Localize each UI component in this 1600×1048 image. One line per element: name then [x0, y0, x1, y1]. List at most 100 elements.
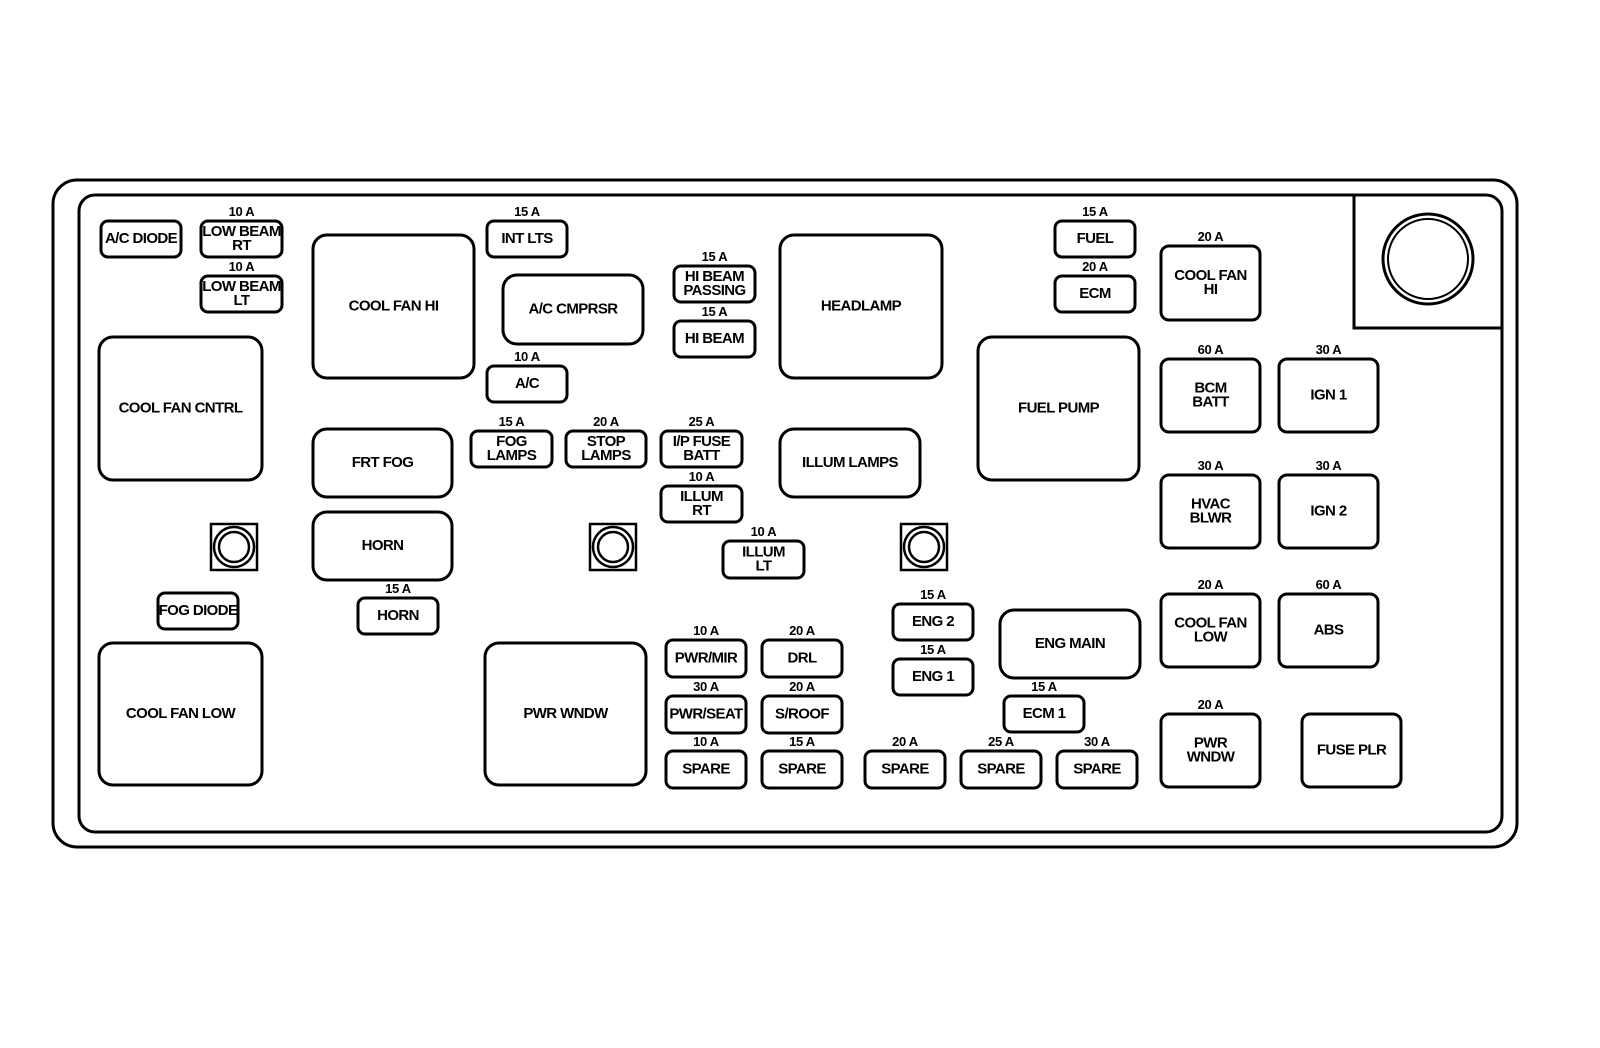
fuse-rating: 25 A — [988, 734, 1015, 749]
fuse-rating: 10 A — [751, 524, 778, 539]
fuse-label: BATT — [1192, 393, 1229, 410]
fuse-outline — [1277, 357, 1380, 434]
fuse-fog-diode: FOG DIODE — [156, 591, 240, 631]
fuse-label: SPARE — [977, 760, 1025, 777]
fuse-eng-1: ENG 115 A — [891, 642, 975, 697]
fuse-eng-2: ENG 215 A — [891, 587, 975, 642]
relay-outline — [311, 427, 454, 499]
fuse-rating: 15 A — [702, 249, 729, 264]
relay-label: ILLUM LAMPS — [802, 454, 898, 471]
fuse-rating: 60 A — [1316, 577, 1343, 592]
relay-label: FUEL PUMP — [1018, 399, 1100, 416]
relay-outline — [483, 641, 648, 787]
relay-headlamp: HEADLAMP — [778, 233, 944, 380]
fuse-rating: 30 A — [1316, 458, 1343, 473]
fuse-label: A/C DIODE — [105, 230, 178, 247]
fuse-outline — [199, 219, 284, 259]
fuse-block-inner-frame — [77, 193, 1504, 834]
fuse-outline — [1159, 244, 1262, 322]
relay-pwr-wndw: PWR WNDW — [483, 641, 648, 787]
fuse-rating: 30 A — [1198, 458, 1225, 473]
fuse-outline — [1159, 592, 1262, 669]
fuse-rating: 10 A — [514, 349, 541, 364]
fuse-rating: 10 A — [689, 469, 716, 484]
stud-compartment — [1352, 195, 1502, 330]
fuse-outline — [1277, 592, 1380, 669]
fuse-rating: 15 A — [499, 414, 526, 429]
relay-cool-fan-hi: COOL FAN HI — [311, 233, 476, 380]
relay-outline — [501, 273, 645, 346]
fuse-rating: 20 A — [1198, 229, 1225, 244]
power-stud-outer-ring-icon — [1381, 212, 1475, 306]
fuse-rating: 15 A — [514, 204, 541, 219]
fuse-outline — [664, 694, 748, 735]
fuse-outline — [156, 591, 240, 631]
relay-label: ENG MAIN — [1035, 635, 1105, 652]
relay-label: COOL FAN CNTRL — [119, 399, 243, 416]
fuse-label: BCM — [1194, 379, 1226, 396]
fuse-rating: 30 A — [1084, 734, 1111, 749]
fuse-label: HI BEAM — [685, 268, 744, 285]
fuse-outline — [959, 749, 1043, 790]
fuse-outline — [760, 694, 844, 735]
fuse-ecm-1: ECM 115 A — [1002, 679, 1086, 734]
fuse-outline — [564, 429, 648, 469]
fuse-outline — [1159, 357, 1262, 434]
relay-label: COOL FAN HI — [349, 297, 439, 314]
fuse-label: SPARE — [881, 760, 929, 777]
fuse-label: HI — [1204, 281, 1218, 298]
fuse-label: PWR/MIR — [675, 649, 738, 666]
fuse-outline — [199, 274, 284, 314]
fuse-label: HORN — [377, 607, 419, 624]
fuse-rating: 15 A — [1082, 204, 1109, 219]
fuse-spare-4: SPARE 25 A — [959, 734, 1043, 790]
fuse-outline — [891, 657, 975, 697]
fuse-outline — [659, 429, 744, 469]
relay-label: HORN — [362, 537, 404, 554]
mounting-bolt-icon — [209, 522, 259, 572]
fuse-label: IGN 2 — [1310, 502, 1346, 519]
fuse-outline — [1002, 694, 1086, 734]
fuse-label: FUSE PLR — [1317, 741, 1387, 758]
fuse-outline — [659, 484, 744, 524]
fuse-ign-1: IGN 130 A — [1277, 342, 1380, 434]
fuse-label: DRL — [787, 649, 816, 666]
fuse-label: BATT — [683, 447, 720, 464]
fuse-label: COOL FAN — [1174, 614, 1246, 631]
fuse-label: SPARE — [1073, 760, 1121, 777]
fuse-rating: 20 A — [1198, 697, 1225, 712]
fuse-outline — [664, 749, 748, 790]
relay-outline — [976, 335, 1141, 482]
fuse-rating: 20 A — [892, 734, 919, 749]
fuse-rating: 15 A — [789, 734, 816, 749]
fuse-label: ECM — [1079, 285, 1111, 302]
relay-outline — [311, 510, 454, 582]
fuse-rating: 20 A — [789, 623, 816, 638]
fuse-label: I/P FUSE — [673, 433, 731, 450]
fuse-outline — [760, 638, 844, 679]
fuse-spare-5: SPARE 30 A — [1055, 734, 1139, 790]
fuse-label: HVAC — [1191, 495, 1231, 512]
fuse-fuse-plr: FUSE PLR — [1300, 712, 1403, 789]
fuse-label: FOG DIODE — [159, 602, 238, 619]
relay-outline — [97, 335, 264, 482]
fuse-label: ABS — [1314, 621, 1344, 638]
fuse-label: RT — [692, 502, 711, 519]
relay-label: FRT FOG — [352, 454, 414, 471]
fuse-ac: A/C10 A — [485, 349, 569, 404]
fuse-block-outer-frame — [51, 178, 1519, 849]
fuse-label: LAMPS — [581, 447, 631, 464]
fuse-ign-2: IGN 2 30 A — [1277, 458, 1380, 550]
